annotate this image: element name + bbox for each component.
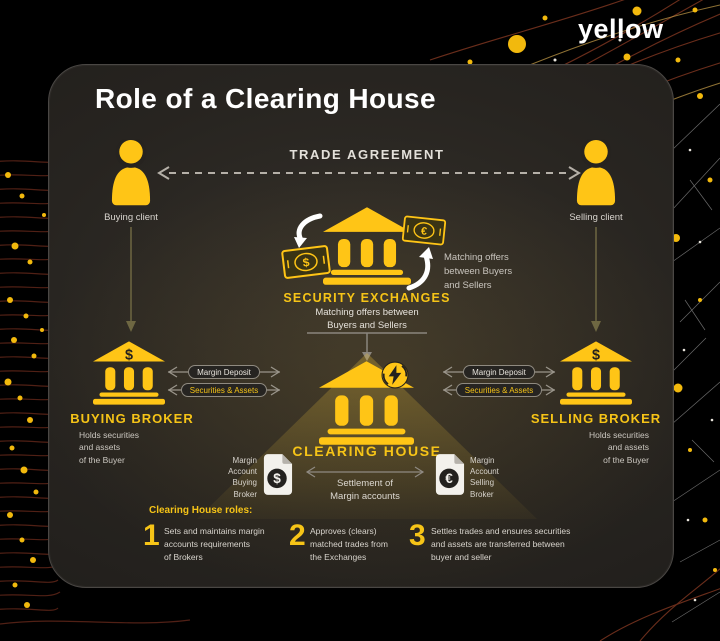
buying-client-person-icon — [111, 139, 151, 206]
document-euro-symbol: € — [445, 471, 453, 486]
buying-broker-bank-icon: $ — [93, 341, 165, 405]
lightning-icon — [381, 361, 409, 389]
selling-client-label: Selling client — [569, 212, 623, 223]
selling-broker-subtitle: Holds securities and assets of the Buyer — [589, 430, 649, 465]
selling-broker-dollar-symbol: $ — [592, 347, 600, 363]
dollar-symbol: $ — [302, 255, 311, 270]
trade-agreement-arrow — [157, 166, 581, 180]
security-exchanges-subtitle: Matching offers between Buyers and Selle… — [315, 307, 419, 331]
clearing-house-title: CLEARING HOUSE — [292, 443, 442, 459]
role-number-3: 3 — [409, 519, 426, 552]
brand-logo: yellow — [578, 14, 664, 44]
margin-deposit-pill: Margin Deposit — [463, 365, 535, 379]
selling-client-to-broker-arrow — [591, 227, 601, 332]
buying-broker-dollar-symbol: $ — [125, 347, 133, 363]
buying-client-to-broker-arrow — [126, 227, 136, 332]
margin-account-selling-label: Margin Account Selling Broker — [470, 456, 499, 499]
outgoing-offer-arrow — [406, 247, 433, 291]
margin-account-buying-document-icon: $ — [263, 454, 293, 495]
incoming-offer-arrow — [294, 213, 323, 248]
security-exchanges-bank-icon — [323, 207, 411, 285]
dollar-banknote-icon: $ — [281, 245, 331, 279]
selling-broker-bank-icon: $ — [560, 341, 632, 405]
margin-account-buying-label: Margin Account Buying Broker — [228, 456, 257, 499]
left-margin-deposit-link: Margin Deposit — [164, 364, 284, 380]
euro-banknote-icon: € — [401, 215, 447, 246]
exchanges-to-clearing-house-arrow — [307, 332, 427, 361]
right-margin-deposit-link: Margin Deposit — [439, 364, 559, 380]
settlement-label: Settlement of Margin accounts — [330, 478, 400, 503]
role-number-2: 2 — [289, 519, 306, 552]
page-title: Role of a Clearing House — [95, 83, 436, 114]
document-dollar-symbol: $ — [273, 471, 281, 486]
euro-symbol: € — [420, 225, 427, 238]
settlement-double-arrow — [305, 466, 425, 478]
trade-agreement-label: TRADE AGREEMENT — [289, 147, 445, 162]
selling-broker-title: SELLING BROKER — [530, 411, 662, 426]
role-number-1: 1 — [143, 519, 160, 552]
buying-client-label: Buying client — [104, 212, 158, 223]
left-securities-assets-link: Securities & Assets — [164, 382, 284, 398]
clearing-house-roles-heading: Clearing House roles: — [149, 505, 253, 516]
role-text-1: Sets and maintains margin accounts requi… — [164, 526, 265, 562]
margin-deposit-pill: Margin Deposit — [188, 365, 260, 379]
right-securities-assets-link: Securities & Assets — [439, 382, 559, 398]
role-text-2: Approves (clears) matched trades from th… — [310, 526, 388, 562]
buying-broker-subtitle: Holds securities and assets of the Buyer — [79, 430, 139, 465]
margin-account-selling-document-icon: € — [435, 454, 465, 495]
matching-offers-note: Matching offers between Buyers and Selle… — [444, 252, 513, 291]
selling-client-person-icon — [576, 139, 616, 206]
infographic-card: Role of a Clearing House TRADE AGREEMENT… — [48, 64, 674, 588]
security-exchanges-title: SECURITY EXCHANGES — [283, 291, 451, 305]
securities-assets-pill: Securities & Assets — [455, 383, 543, 397]
role-text-3: Settles trades and ensures securities an… — [431, 526, 571, 562]
buying-broker-title: BUYING BROKER — [70, 411, 194, 426]
securities-assets-pill: Securities & Assets — [180, 383, 268, 397]
